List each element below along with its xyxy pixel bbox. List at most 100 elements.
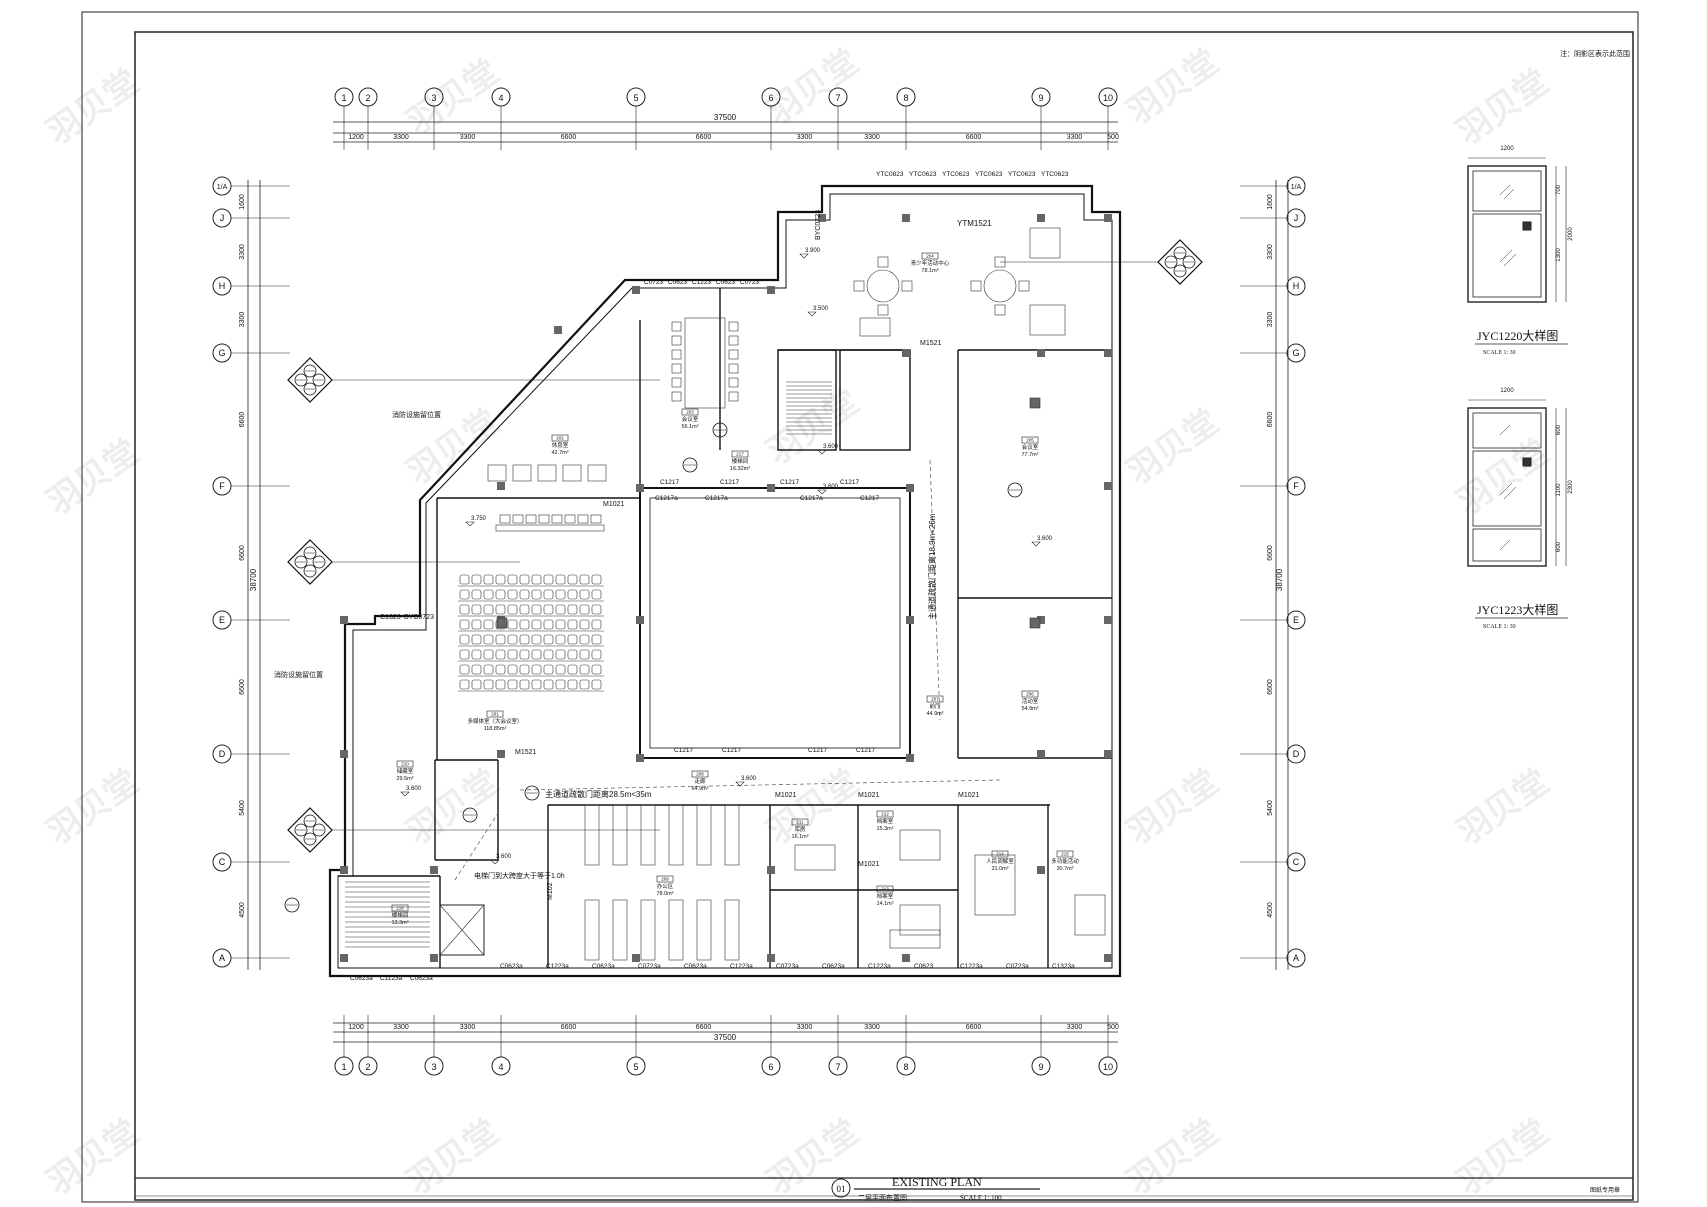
- round-table-0: [866, 269, 900, 303]
- elev-marker-h-right-bubble-0: [1173, 246, 1187, 260]
- office-desk: [668, 899, 684, 961]
- chair: [495, 664, 506, 675]
- sofa-set: [1029, 304, 1066, 336]
- grid-label-row-right-G: G: [1292, 348, 1299, 358]
- room-tag-box-217: [731, 450, 749, 458]
- chair: [495, 634, 506, 645]
- conf-chair-left: [671, 363, 682, 374]
- row-dim-right-6: 5400: [1267, 800, 1274, 816]
- chair: [459, 664, 470, 675]
- lounge-seat: [487, 464, 507, 482]
- column-2: [632, 954, 640, 962]
- chair: [555, 634, 566, 645]
- grid-label-row-right-D: D: [1293, 749, 1300, 759]
- elev-marker-h-right-bubble-2: [1173, 264, 1187, 278]
- col-dim-bottom-1: 3300: [393, 1024, 409, 1031]
- stage-chair: [538, 514, 550, 524]
- stage-chair: [577, 514, 589, 524]
- grid-label-row-D: D: [219, 749, 226, 759]
- room-tag-box-210: [396, 760, 414, 768]
- grid-label-row-C: C: [219, 857, 226, 867]
- chair: [471, 679, 482, 690]
- detail-1-width: 1200: [1500, 146, 1514, 152]
- room-name-215: 多功能活动: [1051, 857, 1079, 865]
- row-dim-right-3: 6600: [1267, 412, 1274, 428]
- column-total-bottom: 37500: [714, 1033, 737, 1042]
- conf-chair-right: [728, 391, 739, 402]
- room-area-214: 31.0m²: [991, 866, 1008, 872]
- column-17: [632, 286, 640, 294]
- chair: [531, 634, 542, 645]
- column-7: [340, 750, 348, 758]
- door-label-m1021-c: M1021: [958, 792, 980, 799]
- round-chair: [853, 280, 865, 292]
- column-13: [1104, 214, 1112, 222]
- chair: [507, 634, 518, 645]
- chair: [507, 619, 518, 630]
- grid-label-row-G: G: [218, 348, 225, 358]
- chair: [591, 664, 602, 675]
- chair: [519, 649, 530, 660]
- stage-chair: [512, 514, 524, 524]
- round-chair: [901, 280, 913, 292]
- office-desk: [612, 804, 628, 866]
- window-court-s4: C1217: [856, 747, 876, 754]
- elev-marker-c-frame: [287, 807, 333, 853]
- office-desk: [668, 804, 684, 866]
- grid-label-col-bottom-4: 4: [498, 1062, 503, 1072]
- row-total-right: 38700: [1275, 568, 1284, 591]
- chair: [531, 649, 542, 660]
- room-id-206: 206: [1026, 692, 1034, 697]
- evacuation-paths: [454, 459, 1001, 881]
- level-text-4: 3.600: [406, 786, 422, 792]
- level-triangle-7: [799, 253, 809, 259]
- column-27: [497, 482, 505, 490]
- window-court-5: C1217a: [705, 495, 728, 502]
- elev-marker-e-frame: [287, 539, 333, 585]
- grid-label-row-right-1/A: 1/A: [1291, 184, 1302, 191]
- cabinet: [889, 929, 941, 949]
- room-tag-box-215: [1056, 850, 1074, 858]
- chair: [519, 589, 530, 600]
- chair: [567, 649, 578, 660]
- room-id-202: 202: [556, 436, 564, 441]
- window-topmid-4: C0723: [740, 279, 760, 286]
- room-tag-box-216: [391, 904, 409, 912]
- detail-2-dim-b: 1100: [1556, 483, 1562, 497]
- room-name-202: 休息室: [552, 441, 569, 449]
- chair: [495, 649, 506, 660]
- column-24: [636, 616, 644, 624]
- level-text-3: 3.600: [741, 776, 757, 782]
- room-name-214: 人民调解室: [986, 857, 1014, 865]
- column-32: [902, 349, 910, 357]
- grid-label-row-right-J: J: [1294, 213, 1299, 223]
- conf-chair-left: [671, 377, 682, 388]
- round-chair: [994, 304, 1006, 316]
- grid-label-col-3: 3: [431, 93, 436, 103]
- room-name-212: 档案室: [877, 817, 894, 825]
- window-court-4: C1217a: [655, 495, 678, 502]
- stage-chair: [564, 514, 576, 524]
- conf-chair-right: [728, 363, 739, 374]
- col-dim-bottom-3: 6600: [561, 1024, 577, 1031]
- grid-label-col-9: 9: [1038, 93, 1043, 103]
- window-north-3: YTC0623: [975, 171, 1003, 178]
- chair: [531, 679, 542, 690]
- column-30: [1037, 616, 1045, 624]
- chair: [567, 589, 578, 600]
- column-34: [767, 866, 775, 874]
- level-text-8: 3.500: [813, 306, 829, 312]
- room-area-215: 30.7m²: [1056, 866, 1073, 872]
- chair: [543, 589, 554, 600]
- desk-211: [794, 844, 836, 871]
- level-text-2: 3.600: [823, 484, 839, 490]
- level-triangle-8: [807, 311, 817, 317]
- elev-marker-c-bubble-3: [294, 823, 308, 837]
- room-name-203: 会议室: [682, 415, 699, 423]
- stage-chair: [551, 514, 563, 524]
